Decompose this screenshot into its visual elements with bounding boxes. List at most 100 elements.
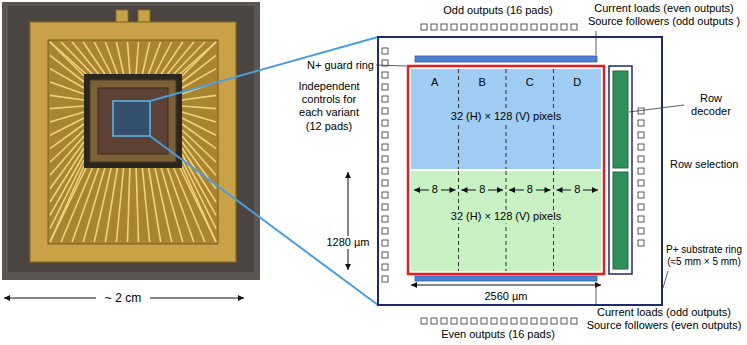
bond-pad bbox=[491, 24, 497, 30]
highlighted-region bbox=[113, 101, 150, 136]
bond-finger bbox=[105, 42, 117, 74]
bond-finger bbox=[174, 42, 205, 74]
bond-pad bbox=[638, 168, 644, 174]
label-anchor: Even outputs (16 pads) bbox=[418, 328, 578, 341]
bond-pad bbox=[461, 24, 467, 30]
arrowhead bbox=[592, 187, 598, 193]
photo-background bbox=[2, 2, 260, 280]
column-label: A bbox=[428, 76, 441, 89]
dimension-label: 1280 µm bbox=[326, 236, 370, 249]
text-anchor: 8 bbox=[524, 183, 536, 196]
leader-line bbox=[629, 105, 684, 112]
bond-finger bbox=[155, 42, 172, 74]
bond-finger bbox=[50, 69, 84, 88]
output-bar bbox=[415, 276, 597, 281]
arrowhead bbox=[414, 187, 420, 193]
bond-finger bbox=[182, 118, 216, 135]
bond-pad bbox=[382, 84, 388, 90]
bond-pad bbox=[382, 72, 388, 78]
bond-finger bbox=[182, 106, 216, 109]
bond-finger bbox=[50, 106, 84, 109]
bond-pad bbox=[382, 192, 388, 198]
text-anchor: A bbox=[428, 76, 441, 89]
bond-pad bbox=[382, 96, 388, 102]
text-anchor: 8 bbox=[476, 183, 488, 196]
bond-pad bbox=[571, 24, 577, 30]
bond-pad bbox=[561, 24, 567, 30]
leader-line bbox=[596, 283, 597, 304]
bond-pad bbox=[451, 318, 457, 324]
bond-finger bbox=[127, 168, 129, 242]
arrowhead bbox=[345, 264, 351, 270]
text-anchor: B bbox=[476, 76, 489, 89]
bond-finger bbox=[83, 42, 105, 74]
bond-finger bbox=[50, 142, 84, 189]
bond-pad bbox=[382, 276, 388, 282]
bond-pad bbox=[551, 24, 557, 30]
bond-pad bbox=[491, 318, 497, 324]
bond-pad bbox=[638, 156, 644, 162]
column-width: 8 bbox=[571, 183, 583, 196]
dimension-label: 2560 µm bbox=[484, 290, 528, 303]
bond-finger bbox=[116, 42, 123, 74]
output-bar bbox=[415, 56, 597, 62]
bond-finger bbox=[50, 118, 84, 135]
chip-schematic bbox=[345, 24, 684, 324]
bond-finger bbox=[136, 168, 138, 242]
bond-pad bbox=[421, 318, 427, 324]
bond-pad bbox=[431, 318, 437, 324]
text-anchor: 32 (H) × 128 (V) pixels bbox=[448, 110, 564, 123]
label-anchor: Independent controls for each variant (1… bbox=[296, 80, 362, 133]
annotation: P+ substrate ring (≈5 mm × 5 mm) bbox=[665, 244, 743, 268]
bond-pad bbox=[638, 144, 644, 150]
label-anchor: Odd outputs (16 pads) bbox=[418, 4, 578, 17]
row-decoder-block bbox=[613, 71, 628, 168]
bond-pad bbox=[638, 216, 644, 222]
bond-pad bbox=[531, 24, 537, 30]
decoder-outline bbox=[609, 66, 632, 274]
bond-finger bbox=[136, 42, 138, 74]
package-photo bbox=[2, 2, 260, 280]
guard-ring bbox=[408, 66, 604, 274]
bond-pad bbox=[382, 264, 388, 270]
row-decoder-block bbox=[613, 172, 628, 269]
bond-pad bbox=[471, 318, 477, 324]
bond-finger bbox=[182, 160, 216, 229]
bond-pad bbox=[382, 204, 388, 210]
bond-pad bbox=[441, 318, 447, 324]
annotation: Row decoder bbox=[686, 92, 736, 118]
bond-finger bbox=[50, 166, 84, 242]
arrowhead bbox=[450, 187, 456, 193]
bond-pad bbox=[571, 318, 577, 324]
bond-finger bbox=[116, 168, 123, 242]
bond-finger bbox=[155, 168, 172, 242]
column-width: 8 bbox=[476, 183, 488, 196]
label-anchor: P+ substrate ring (≈5 mm × 5 mm) bbox=[665, 244, 743, 268]
bond-finger bbox=[127, 42, 129, 74]
text-anchor: 8 bbox=[571, 183, 583, 196]
label-anchor: 1280 µm bbox=[326, 236, 370, 249]
pixel-array-region: 888832 (H) × 128 (V) pixels bbox=[411, 171, 601, 271]
bond-pad bbox=[638, 192, 644, 198]
text-anchor: 8 bbox=[429, 183, 441, 196]
bond-pad bbox=[521, 318, 527, 324]
bond-pad bbox=[561, 318, 567, 324]
bond-pad bbox=[382, 108, 388, 114]
annotation: N+ guard ring bbox=[302, 59, 374, 72]
annotation: Current loads (even outputs) Source foll… bbox=[583, 2, 745, 28]
bond-pad bbox=[382, 168, 388, 174]
pixel-count: 32 (H) × 128 (V) pixels bbox=[448, 110, 564, 123]
bond-pad bbox=[451, 24, 457, 30]
leader-line bbox=[376, 65, 406, 66]
dimension-line bbox=[348, 172, 349, 270]
bond-pad bbox=[382, 132, 388, 138]
lead-frame bbox=[48, 40, 218, 244]
bond-pad bbox=[521, 24, 527, 30]
bond-pad bbox=[511, 318, 517, 324]
bond-finger bbox=[94, 168, 111, 242]
die-cavity bbox=[84, 74, 182, 168]
dimension-label: ~ 2 cm bbox=[96, 291, 150, 305]
annotation: Row selection bbox=[670, 158, 744, 171]
bond-pad bbox=[501, 24, 507, 30]
